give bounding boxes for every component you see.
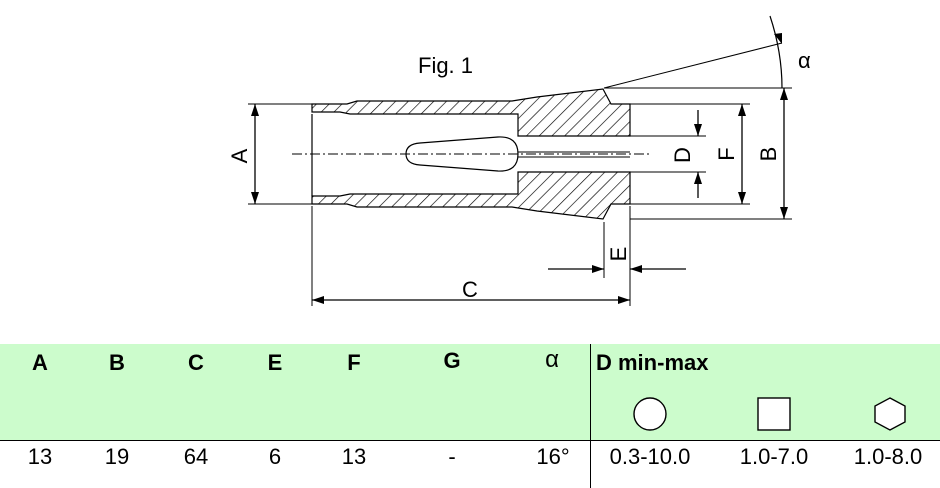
header-c: C	[188, 350, 204, 375]
circle-icon	[633, 397, 667, 431]
collet-bottom-section	[311, 171, 631, 220]
label-f: F	[714, 147, 739, 160]
value-c: 64	[183, 444, 209, 469]
angle-arc	[769, 15, 783, 89]
arrow-angle	[774, 33, 782, 44]
hexagon-icon	[874, 397, 906, 431]
label-a: A	[227, 148, 252, 163]
header-g: G	[443, 348, 461, 373]
arrow-a-top	[251, 104, 259, 116]
arrow-a-bottom	[251, 192, 259, 204]
figure-title: Fig. 1	[418, 53, 473, 78]
arrow-f-top	[738, 104, 746, 116]
header-b: B	[109, 350, 125, 375]
label-b: B	[756, 147, 781, 162]
header-alpha: α	[545, 346, 559, 373]
table-divider	[590, 344, 591, 488]
value-d-square: 1.0-7.0	[739, 444, 809, 469]
value-alpha: 16°	[536, 444, 570, 469]
arrow-b-bottom	[780, 207, 788, 219]
value-f: 13	[341, 444, 367, 469]
value-g: -	[448, 444, 456, 469]
label-e: E	[606, 247, 631, 262]
arrow-b-top	[780, 88, 788, 100]
arrow-c-left	[312, 296, 324, 304]
arrow-e-right	[630, 265, 642, 273]
arrow-f-bottom	[738, 192, 746, 204]
label-c: C	[462, 277, 478, 302]
value-b: 19	[104, 444, 130, 469]
label-alpha: α	[798, 48, 811, 73]
value-a: 13	[27, 444, 53, 469]
value-d-circle: 0.3-10.0	[609, 444, 691, 469]
collet-drawing: Fig. 1 A B F D E C α	[227, 15, 811, 306]
arrow-c-right	[618, 296, 630, 304]
header-f: F	[347, 350, 361, 375]
square-icon	[757, 397, 791, 431]
value-d-hexagon: 1.0-8.0	[853, 444, 923, 469]
arrow-d-bottom	[694, 172, 702, 184]
label-d: D	[670, 147, 695, 163]
header-a: A	[32, 350, 48, 375]
arrow-d-top	[694, 124, 702, 136]
table-header-rule	[0, 440, 940, 441]
arrow-e-left	[592, 265, 604, 273]
header-e: E	[267, 350, 283, 375]
header-d-range: D min-max	[596, 350, 709, 375]
value-e: 6	[268, 444, 282, 469]
collet-top-section	[311, 88, 631, 137]
angle-line	[603, 42, 783, 89]
